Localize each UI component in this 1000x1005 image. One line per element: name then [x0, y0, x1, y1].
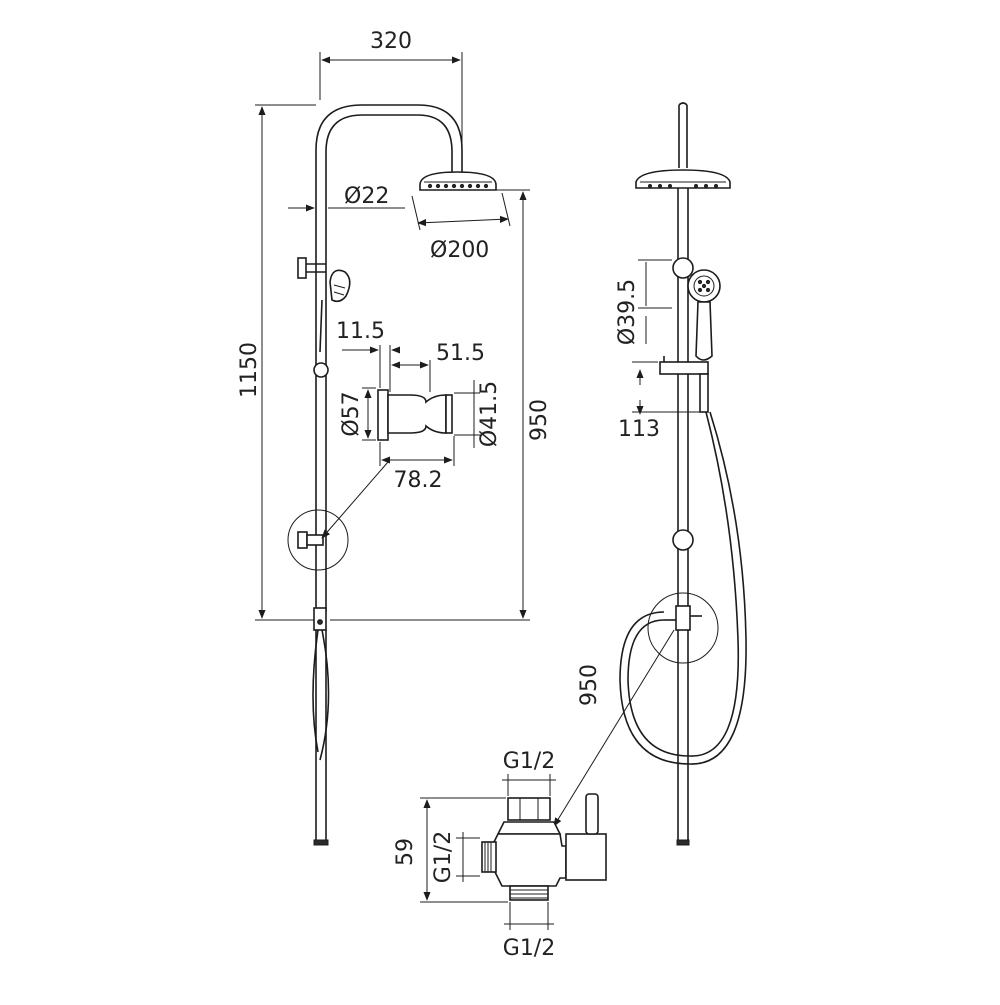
- overhead-shower-head: [419, 171, 497, 191]
- bracket-body: [387, 394, 447, 434]
- valve-body: [493, 833, 567, 887]
- dim-thread-top: G1/2: [502, 749, 556, 796]
- slider-knob: [313, 362, 329, 378]
- riser-pipe: [315, 104, 463, 612]
- dim-320-label: 320: [370, 29, 412, 54]
- dim-head-diameter: Ø200: [411, 192, 511, 263]
- bracket-detail: 11.5 51.5 Ø57 Ø41.5 78.2: [321, 319, 502, 539]
- front-view: [287, 104, 497, 846]
- dim-thread-bottom: G1/2: [503, 902, 555, 961]
- knob-upper: [672, 257, 694, 279]
- holder-bracket: [297, 257, 307, 279]
- dim-113-label: 113: [618, 417, 660, 442]
- knob-lower: [672, 529, 694, 551]
- dim-hose-left: 950: [330, 189, 552, 621]
- dim-39-5-label: Ø39.5: [615, 279, 640, 345]
- overhead-head-side: [635, 169, 731, 189]
- dim-950-right-label: 950: [577, 664, 602, 706]
- dim-hose-right: 950: [553, 629, 675, 827]
- dim-1150-label: 1150: [237, 342, 262, 398]
- thread-bottom-label: G1/2: [503, 936, 555, 961]
- dim-total-height: 1150: [237, 104, 316, 621]
- dim-950-left-label: 950: [527, 399, 552, 441]
- dim-top-width: 320: [319, 29, 463, 160]
- hose-right: [627, 411, 740, 757]
- dim-59-label: 59: [393, 838, 418, 866]
- nozzle-dots: [427, 183, 489, 189]
- thread-top-label: G1/2: [503, 749, 555, 774]
- dim-57-label: Ø57: [339, 391, 364, 436]
- dim-slider-height: 113: [618, 361, 700, 442]
- valve-top-nut: [507, 797, 551, 821]
- dim-78-2-label: 78.2: [394, 468, 443, 493]
- diverter-left: [313, 607, 327, 631]
- dim-200-label: Ø200: [430, 238, 489, 263]
- dim-22-label: Ø22: [344, 184, 389, 209]
- dim-thread-side: G1/2: [431, 831, 480, 883]
- hand-shower: [319, 269, 351, 353]
- valve-side-thread: [481, 841, 497, 873]
- detail-circle: [287, 509, 349, 571]
- valve-cylinder: [565, 833, 607, 881]
- detail-circle-right: [647, 592, 719, 664]
- dim-41-5-label: Ø41.5: [477, 381, 502, 447]
- side-view: [619, 102, 747, 846]
- hand-shower-side: [687, 269, 721, 361]
- thread-side-label: G1/2: [431, 831, 456, 883]
- dim-valve-height: 59: [393, 797, 508, 903]
- bracket-base: [377, 389, 389, 441]
- dim-handshower-diameter: Ø39.5: [615, 259, 672, 345]
- slider-side: [659, 361, 709, 375]
- dim-11-5-label: 11.5: [336, 319, 385, 344]
- dim-51-5-label: 51.5: [436, 341, 485, 366]
- valve-lever: [585, 793, 599, 835]
- dim-pipe-diameter: Ø22: [288, 184, 405, 212]
- diverter-valve-detail: [481, 793, 607, 901]
- riser-pipe-inner: [325, 114, 453, 612]
